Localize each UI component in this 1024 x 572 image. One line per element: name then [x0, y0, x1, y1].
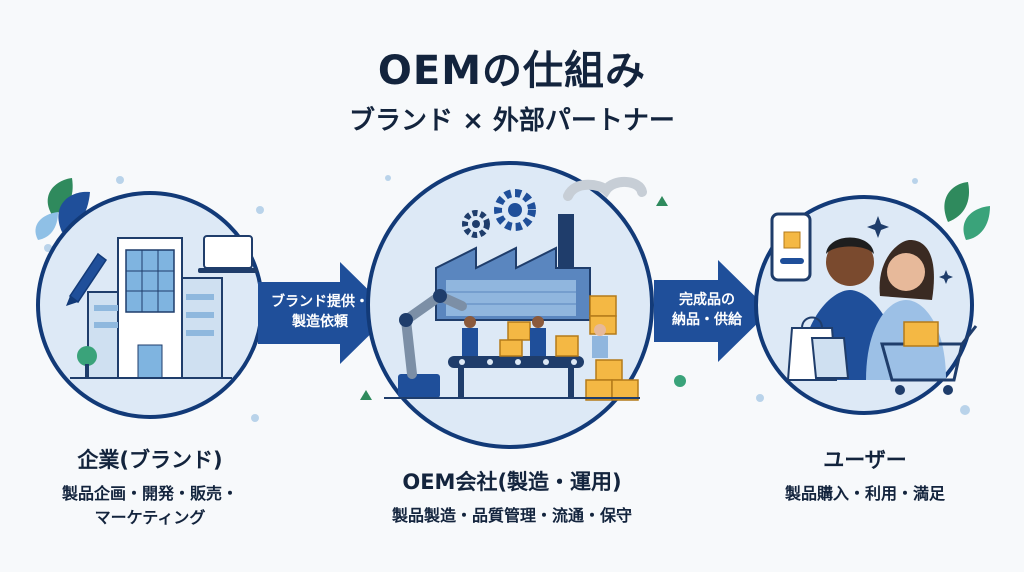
- flow-arrow-2: [654, 260, 770, 362]
- node-user-title: ユーザー: [823, 448, 907, 472]
- robot-arm-icon: [398, 289, 467, 398]
- tree-icon: [77, 346, 97, 378]
- users-illustration: [754, 182, 990, 415]
- gear-icon: [462, 189, 536, 238]
- node-company-desc: 製品企画・開発・販売・ マーケティング: [30, 482, 270, 530]
- page-subtitle: ブランド × 外部パートナー: [349, 106, 675, 136]
- flow-label-1: ブランド提供・ 製造依頼: [256, 292, 384, 332]
- flow-label-2-line1: 完成品の: [679, 292, 735, 308]
- node-user-desc: 製品購入・利用・満足: [784, 484, 945, 503]
- factory-building-icon: [435, 214, 591, 321]
- smartphone-icon: [770, 212, 812, 282]
- flow-label-1-line2: 製造依頼: [292, 314, 348, 330]
- shopping-cart-icon: [880, 321, 978, 395]
- factory-illustration: [366, 161, 654, 449]
- shopping-bag-icon: [786, 316, 850, 381]
- pen-icon: [66, 252, 108, 306]
- laptop-icon: [198, 235, 258, 273]
- leaf-icon: [35, 178, 90, 240]
- sparkle-icon: [867, 216, 953, 284]
- node-oem-desc: 製品製造・品質管理・流通・保守: [391, 506, 632, 525]
- node-company-desc-line1: 製品企画・開発・販売・: [61, 484, 238, 503]
- node-company-title: 企業(ブランド): [77, 448, 223, 472]
- office-building-icon: [70, 237, 232, 379]
- decorative-dot-green: [674, 375, 686, 387]
- flow-label-2-line2: 納品・供給: [672, 312, 742, 328]
- worker-icon: [462, 316, 608, 358]
- page-title: OEMの仕組み: [377, 48, 647, 94]
- node-oem-title: OEM会社(製造・運用): [402, 470, 622, 494]
- flow-label-2: 完成品の 納品・供給: [652, 290, 762, 330]
- conveyor-belt-icon: [448, 356, 584, 398]
- leaf-icon: [944, 182, 990, 240]
- flow-label-1-line1: ブランド提供・: [271, 294, 369, 310]
- node-company-desc-line2: マーケティング: [94, 508, 206, 527]
- company-illustration: [35, 178, 264, 419]
- flow-arrow-1: [258, 262, 392, 364]
- decorative-triangles: [360, 196, 668, 400]
- smoke-icon: [563, 177, 647, 201]
